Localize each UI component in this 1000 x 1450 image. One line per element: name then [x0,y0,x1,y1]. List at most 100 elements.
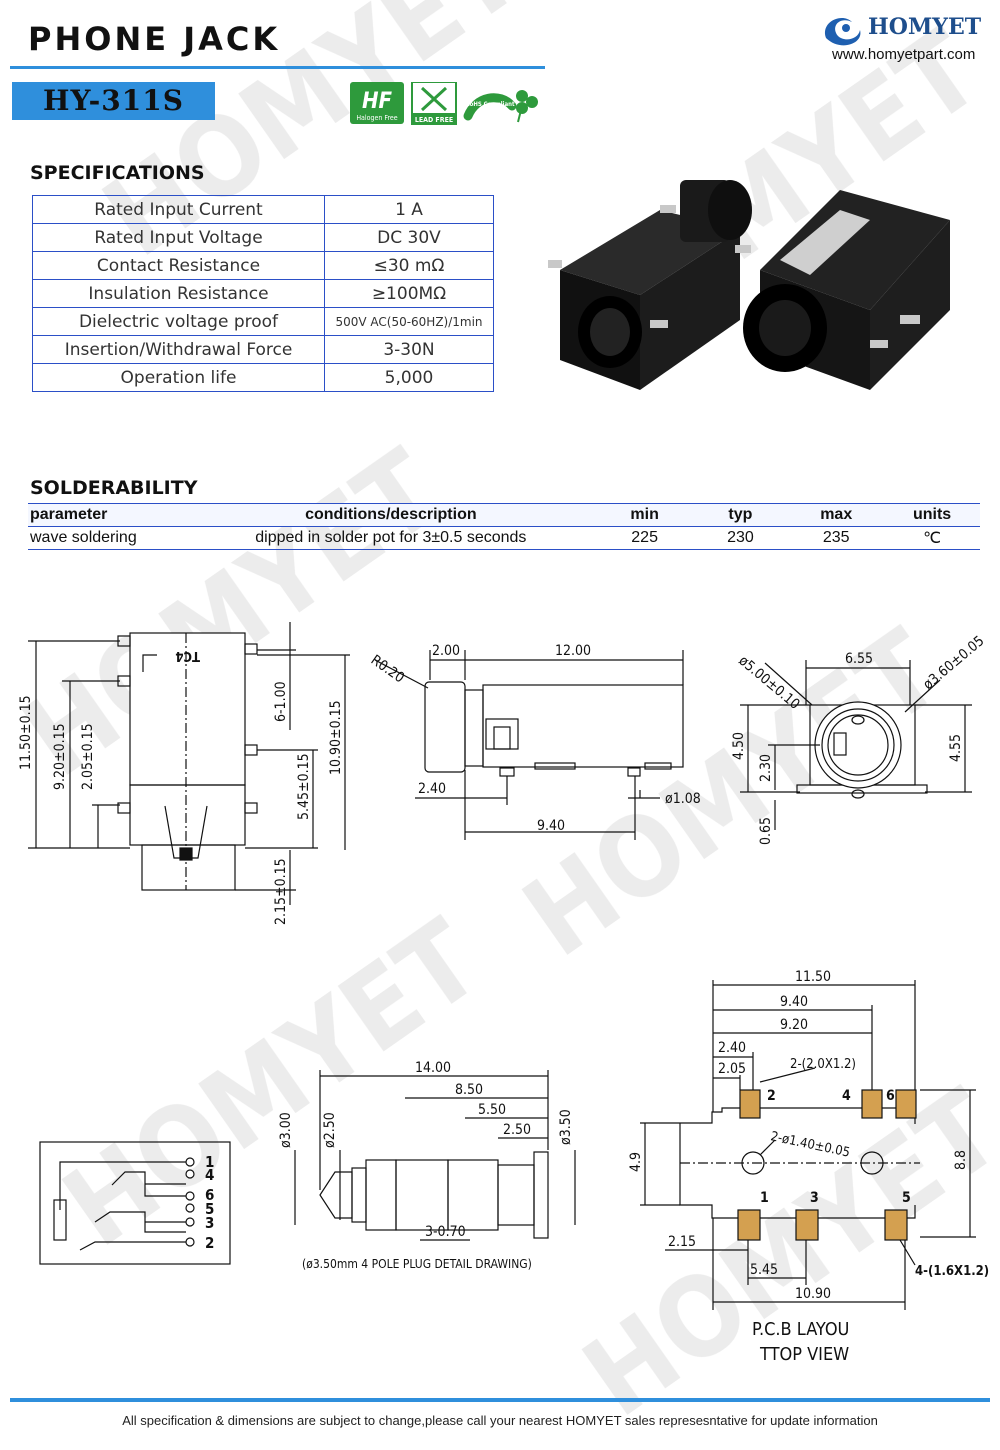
table-cell: wave soldering [28,526,185,550]
title-underline [10,66,545,69]
svg-text:10.90±0.15: 10.90±0.15 [328,700,344,775]
column-header: conditions/description [184,503,597,527]
svg-text:2.15±0.15: 2.15±0.15 [273,858,289,925]
product-photo [548,180,950,390]
table-cell: 235 [788,526,885,550]
svg-text:5: 5 [205,1200,214,1218]
svg-text:5.45±0.15: 5.45±0.15 [296,753,312,820]
svg-text:ø3.50: ø3.50 [558,1109,574,1145]
pin-schematic [39,1141,231,1265]
svg-text:3: 3 [810,1190,819,1206]
column-header: max [788,503,885,527]
svg-text:2.50: 2.50 [503,1122,531,1138]
table-cell: ℃ [884,526,980,550]
svg-text:11.50: 11.50 [795,969,831,985]
table-header-row: parameter conditions/description min typ… [28,503,980,527]
lead-free-badge: LEAD FREE [411,82,457,125]
technical-drawings: TC4 11.50±0.15 9.20±0.15 2.05±0.15 6-1.0… [18,622,989,1365]
footer-divider [10,1398,990,1402]
table-cell: 230 [692,526,789,550]
spec-value: 500V AC(50-60HZ)/1min [324,307,494,336]
svg-text:ø5.00±0.10: ø5.00±0.10 [735,653,802,713]
svg-text:ø2.50: ø2.50 [322,1112,338,1148]
table-row: Contact Resistance≤30 mΩ [32,251,494,280]
svg-text:4.50: 4.50 [731,732,747,760]
spec-value: 5,000 [324,363,494,392]
plug-drawing [294,1070,576,1241]
spec-name: Rated Input Current [32,195,325,224]
svg-text:ø3.60±0.05: ø3.60±0.05 [920,633,987,693]
svg-text:2.00: 2.00 [432,643,460,659]
svg-text:12.00: 12.00 [555,643,591,659]
svg-text:TC4: TC4 [175,648,200,663]
svg-text:9.40: 9.40 [780,994,808,1010]
spec-name: Dielectric voltage proof [32,307,325,336]
svg-text:P.C.B LAYOU: P.C.B LAYOU [752,1319,849,1340]
svg-text:TTOP VIEW: TTOP VIEW [759,1344,849,1365]
table-row: wave soldering dipped in solder pot for … [28,526,980,550]
spec-value: 3-30N [324,335,494,364]
svg-text:R0.20: R0.20 [368,652,407,686]
svg-text:(ø3.50mm 4 POLE PLUG DETAIL DR: (ø3.50mm 4 POLE PLUG DETAIL DRAWING) [302,1257,532,1271]
svg-text:4: 4 [842,1088,851,1104]
pcb-pads [737,1089,917,1241]
column-header: typ [692,503,789,527]
schematic-pin-circles [185,1157,195,1247]
svg-text:2-(2.0X1.2): 2-(2.0X1.2) [790,1057,856,1072]
svg-text:14.00: 14.00 [415,1060,451,1076]
front-view-drawing [740,660,972,830]
svg-text:6.55: 6.55 [845,651,873,667]
svg-text:2.40: 2.40 [718,1040,746,1056]
svg-text:4.9: 4.9 [628,1152,644,1172]
solderability-heading: SOLDERABILITY [30,477,198,499]
column-header: parameter [28,503,185,527]
spec-name: Insulation Resistance [32,279,325,308]
svg-text:2.30: 2.30 [758,754,774,782]
svg-text:6-1.00: 6-1.00 [273,681,289,722]
halogen-free-badge: HF Halogen Free [350,82,404,124]
svg-text:2-ø1.40±0.05: 2-ø1.40±0.05 [769,1129,851,1160]
spec-value: ≥100MΩ [324,279,494,308]
svg-text:8.50: 8.50 [455,1082,483,1098]
svg-text:4-(1.6X1.2): 4-(1.6X1.2) [915,1264,989,1279]
svg-text:6: 6 [205,1186,214,1204]
brand-name: HOMYET [868,14,982,40]
svg-text:11.50±0.15: 11.50±0.15 [18,695,34,770]
svg-text:ø3.00: ø3.00 [278,1112,294,1148]
svg-text:2: 2 [767,1088,776,1104]
svg-text:3: 3 [205,1214,214,1232]
svg-text:RoHS Compliant: RoHS Compliant [465,101,514,108]
footer-disclaimer: All specification & dimensions are subje… [122,1413,878,1428]
spec-name: Insertion/Withdrawal Force [32,335,325,364]
spec-name: Operation life [32,363,325,392]
spec-value: DC 30V [324,223,494,252]
solderability-table: parameter conditions/description min typ… [28,503,980,550]
svg-text:9.20: 9.20 [780,1017,808,1033]
svg-text:5: 5 [902,1190,911,1206]
phone-jack-photo-right [743,190,950,390]
svg-text:3-0.70: 3-0.70 [425,1224,466,1240]
brand-website: www.homyetpart.com [832,46,976,63]
svg-text:2: 2 [205,1234,214,1252]
svg-text:0.65: 0.65 [758,817,774,845]
phone-jack-photo-left [548,180,752,390]
svg-text:2.40: 2.40 [418,781,446,797]
svg-text:9.40: 9.40 [537,818,565,834]
spec-value: ≤30 mΩ [324,251,494,280]
top-view-drawing [28,622,350,905]
svg-text:2.05±0.15: 2.05±0.15 [80,723,96,790]
svg-text:HF: HF [362,89,393,114]
pcb-layout-drawing [640,980,976,1310]
table-cell: dipped in solder pot for 3±0.5 seconds [184,526,597,550]
compliance-badges: HF Halogen Free LEAD FREE RoHS Compliant [350,82,538,125]
svg-text:Halogen Free: Halogen Free [356,114,397,122]
side-view-drawing [374,650,684,840]
spec-name: Contact Resistance [32,251,325,280]
svg-text:5.50: 5.50 [478,1102,506,1118]
svg-text:8.8: 8.8 [953,1150,969,1170]
